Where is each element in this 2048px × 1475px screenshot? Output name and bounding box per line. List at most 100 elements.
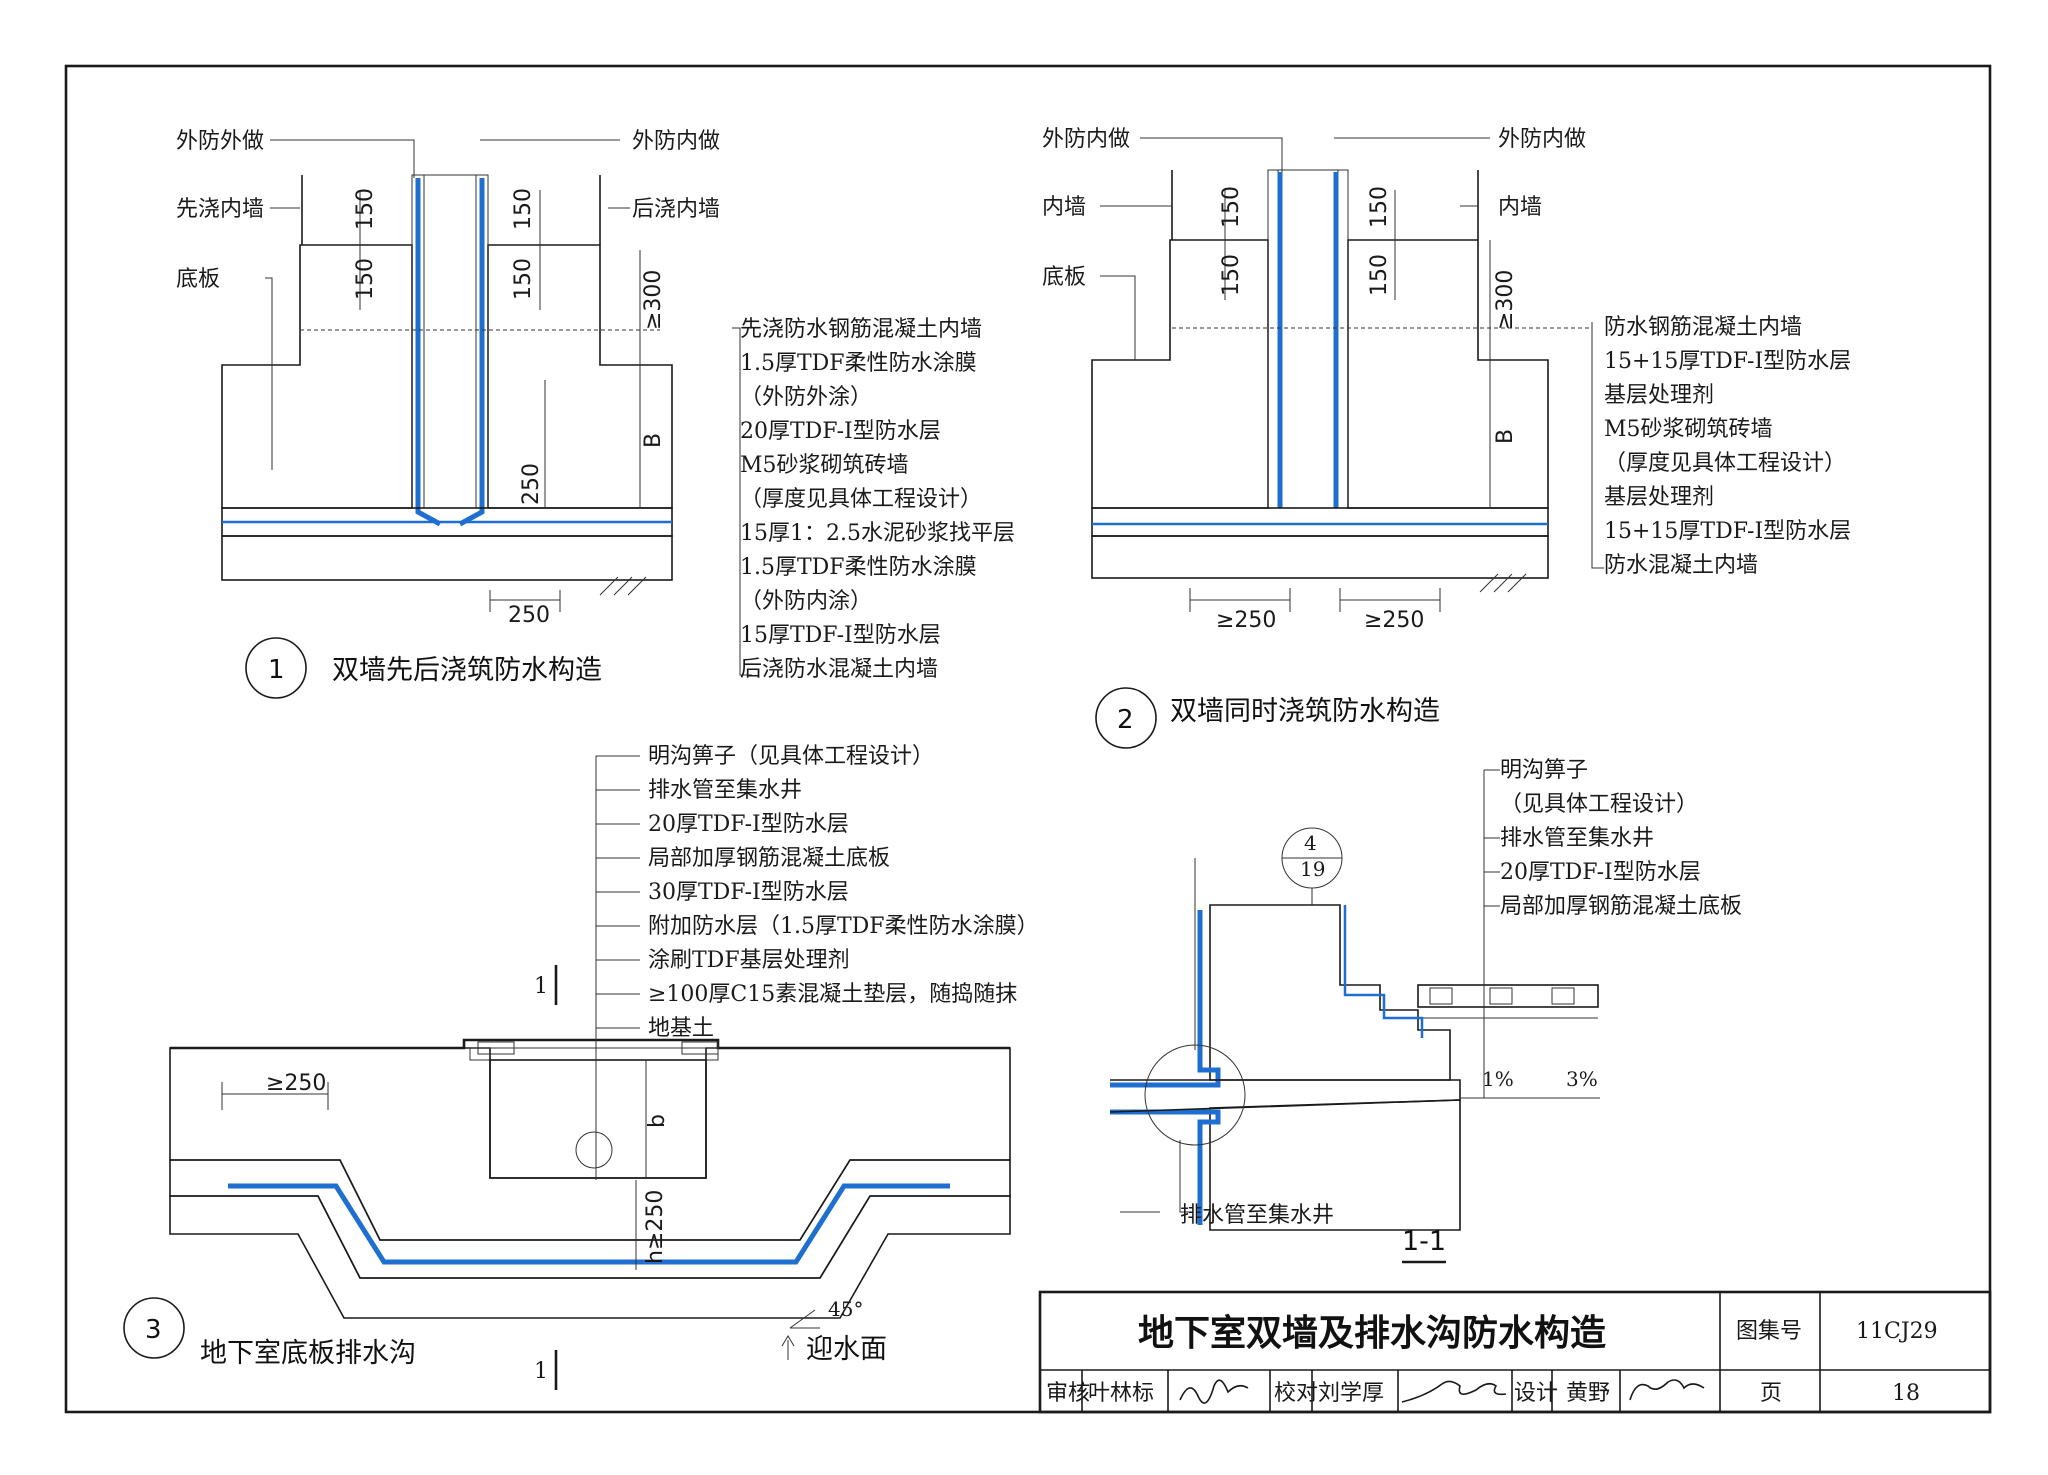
d2-callout-1: 15+15厚TDF-Ⅰ型防水层: [1604, 349, 1851, 374]
s11-callout-0: 明沟箅子: [1500, 758, 1588, 783]
d2-dim-150b: 150: [1219, 254, 1244, 296]
page-label: 页: [1760, 1381, 1782, 1406]
d1-number-circle: [245, 637, 307, 699]
d2-callout-3: M5砂浆砌筑砖墙: [1604, 417, 1773, 442]
d1-dim-150c: 150: [511, 188, 536, 230]
s11-ref-top: 4: [1304, 831, 1317, 855]
d2-callout-7: 防水混凝土内墙: [1604, 553, 1758, 578]
d1-callout-1: 1.5厚TDF柔性防水涂膜: [740, 351, 977, 376]
s11-callout-4: 局部加厚钢筋混凝土底板: [1500, 894, 1742, 919]
s11-title: 1-1: [1402, 1226, 1446, 1257]
d3-callout-1: 排水管至集水井: [648, 778, 802, 803]
d3-callout-8: 地基土: [648, 1016, 714, 1041]
d1-label-first-wall: 先浇内墙: [176, 197, 264, 222]
d2-label-inner-right: 内墙: [1498, 195, 1542, 220]
d3-section-mark-bottom: 1: [534, 1359, 548, 1384]
d1-callout-7: 1.5厚TDF柔性防水涂膜: [740, 555, 977, 580]
d1-callout-3: 20厚TDF-Ⅰ型防水层: [740, 419, 941, 444]
s11-ref-bottom: 19: [1300, 857, 1325, 881]
check-label: 校对: [1274, 1381, 1318, 1406]
d1-dim-B: B: [641, 433, 666, 448]
d3-number-circle: [123, 1297, 185, 1359]
d2-label-inner-left: 内墙: [1042, 195, 1086, 220]
d2-callout-5: 基层处理剂: [1604, 485, 1714, 510]
d3-dim-250: ≥250: [266, 1071, 326, 1096]
d2-callout-6: 15+15厚TDF-Ⅰ型防水层: [1604, 519, 1851, 544]
designer-name: 黄野: [1566, 1381, 1610, 1406]
d2-dim-150a: 150: [1219, 186, 1244, 228]
d3-callout-5: 附加防水层（1.5厚TDF柔性防水涂膜）: [648, 914, 1039, 939]
d3-section-mark-top: 1: [534, 974, 548, 999]
design-label: 设计: [1514, 1381, 1558, 1406]
checker-signature: [1401, 1380, 1507, 1403]
d1-callout-0: 先浇防水钢筋混凝土内墙: [740, 317, 982, 342]
reviewer-signature: [1179, 1379, 1249, 1404]
d2-number-circle: [1095, 687, 1157, 749]
d1-dim-300: ≥300: [641, 270, 666, 330]
d3-callouts: 明沟箅子（见具体工程设计） 排水管至集水井 20厚TDF-Ⅰ型防水层 局部加厚钢…: [648, 744, 1039, 1041]
d1-dim-150b: 150: [353, 258, 378, 300]
d2-number: 2: [1117, 705, 1134, 735]
d1-dim-150d: 150: [511, 258, 536, 300]
atlas-label: 图集号: [1736, 1319, 1802, 1344]
d2-title: 双墙同时浇筑防水构造: [1170, 696, 1440, 727]
d1-dim-150a: 150: [353, 188, 378, 230]
d1-callout-10: 后浇防水混凝土内墙: [740, 657, 938, 682]
d3-callout-2: 20厚TDF-Ⅰ型防水层: [648, 812, 849, 837]
review-label: 审核: [1046, 1381, 1090, 1406]
s11-slope-1: 1%: [1482, 1067, 1514, 1091]
d2-callout-2: 基层处理剂: [1604, 383, 1714, 408]
d3-callout-4: 30厚TDF-Ⅰ型防水层: [648, 880, 849, 905]
d1-callout-4: M5砂浆砌筑砖墙: [740, 453, 909, 478]
d1-callout-6: 15厚1：2.5水泥砂浆找平层: [740, 521, 1015, 546]
s11-pipe-label: 排水管至集水井: [1180, 1203, 1334, 1228]
d2-label-outer-right: 外防内做: [1498, 127, 1586, 152]
checker-name: 刘学厚: [1318, 1381, 1384, 1406]
section-1-1: [1109, 769, 1600, 1264]
s11-slope-2: 3%: [1566, 1067, 1598, 1091]
sheet-border: [64, 64, 1992, 1414]
d3-callout-7: ≥100厚C15素混凝土垫层，随捣随抹: [648, 982, 1017, 1007]
d2-dim-150d: 150: [1367, 254, 1392, 296]
d1-callout-2: （外防外涂）: [740, 385, 872, 410]
d1-label-slab: 底板: [176, 267, 220, 292]
d2-dim-300: ≥300: [1493, 270, 1518, 330]
detail-1: [221, 139, 752, 676]
d1-callouts: 先浇防水钢筋混凝土内墙 1.5厚TDF柔性防水涂膜 （外防外涂） 20厚TDF-…: [740, 317, 1015, 682]
d3-callout-3: 局部加厚钢筋混凝土底板: [648, 846, 890, 871]
d1-label-second-wall: 后浇内墙: [632, 197, 720, 222]
s11-callouts: 明沟箅子 （见具体工程设计） 排水管至集水井 20厚TDF-Ⅰ型防水层 局部加厚…: [1500, 758, 1742, 919]
s11-callout-3: 20厚TDF-Ⅰ型防水层: [1500, 860, 1701, 885]
d3-dim-b: b: [645, 1114, 670, 1128]
d3-title: 地下室底板排水沟: [200, 1338, 416, 1369]
d1-title: 双墙先后浇筑防水构造: [332, 655, 602, 686]
d1-number: 1: [268, 655, 285, 685]
d3-leader-ticks: [596, 755, 640, 1029]
d3-facing-label: 迎水面: [806, 1334, 887, 1365]
d1-label-outer-outer: 外防外做: [176, 129, 264, 154]
title-block: [1038, 1290, 1992, 1414]
page-number: 18: [1892, 1381, 1920, 1406]
d3-dim-h: h≥250: [643, 1190, 668, 1264]
d3-number: 3: [145, 1315, 162, 1345]
d1-dim-250: 250: [508, 603, 550, 628]
d1-dim-250-vert: 250: [519, 463, 544, 505]
d3-angle: 45°: [828, 1297, 863, 1321]
atlas-number: 11CJ29: [1856, 1319, 1938, 1344]
detail-3: [169, 756, 1011, 1390]
d3-callout-0: 明沟箅子（见具体工程设计）: [648, 744, 934, 769]
d1-label-outer-inner: 外防内做: [632, 129, 720, 154]
designer-signature: [1629, 1379, 1705, 1401]
d2-callout-0: 防水钢筋混凝土内墙: [1604, 315, 1802, 340]
d2-dim-250b: ≥250: [1364, 608, 1424, 633]
sheet-title: 地下室双墙及排水沟防水构造: [1138, 1313, 1606, 1354]
s11-callout-2: 排水管至集水井: [1500, 826, 1654, 851]
d2-dim-250a: ≥250: [1216, 608, 1276, 633]
d1-callout-8: （外防内涂）: [740, 589, 872, 614]
s11-callout-1: （见具体工程设计）: [1500, 792, 1698, 817]
detail-2: [1091, 137, 1604, 612]
d1-callout-9: 15厚TDF-Ⅰ型防水层: [740, 623, 941, 648]
d2-callout-4: （厚度见具体工程设计）: [1604, 451, 1846, 476]
d2-dim-B: B: [1493, 429, 1518, 444]
